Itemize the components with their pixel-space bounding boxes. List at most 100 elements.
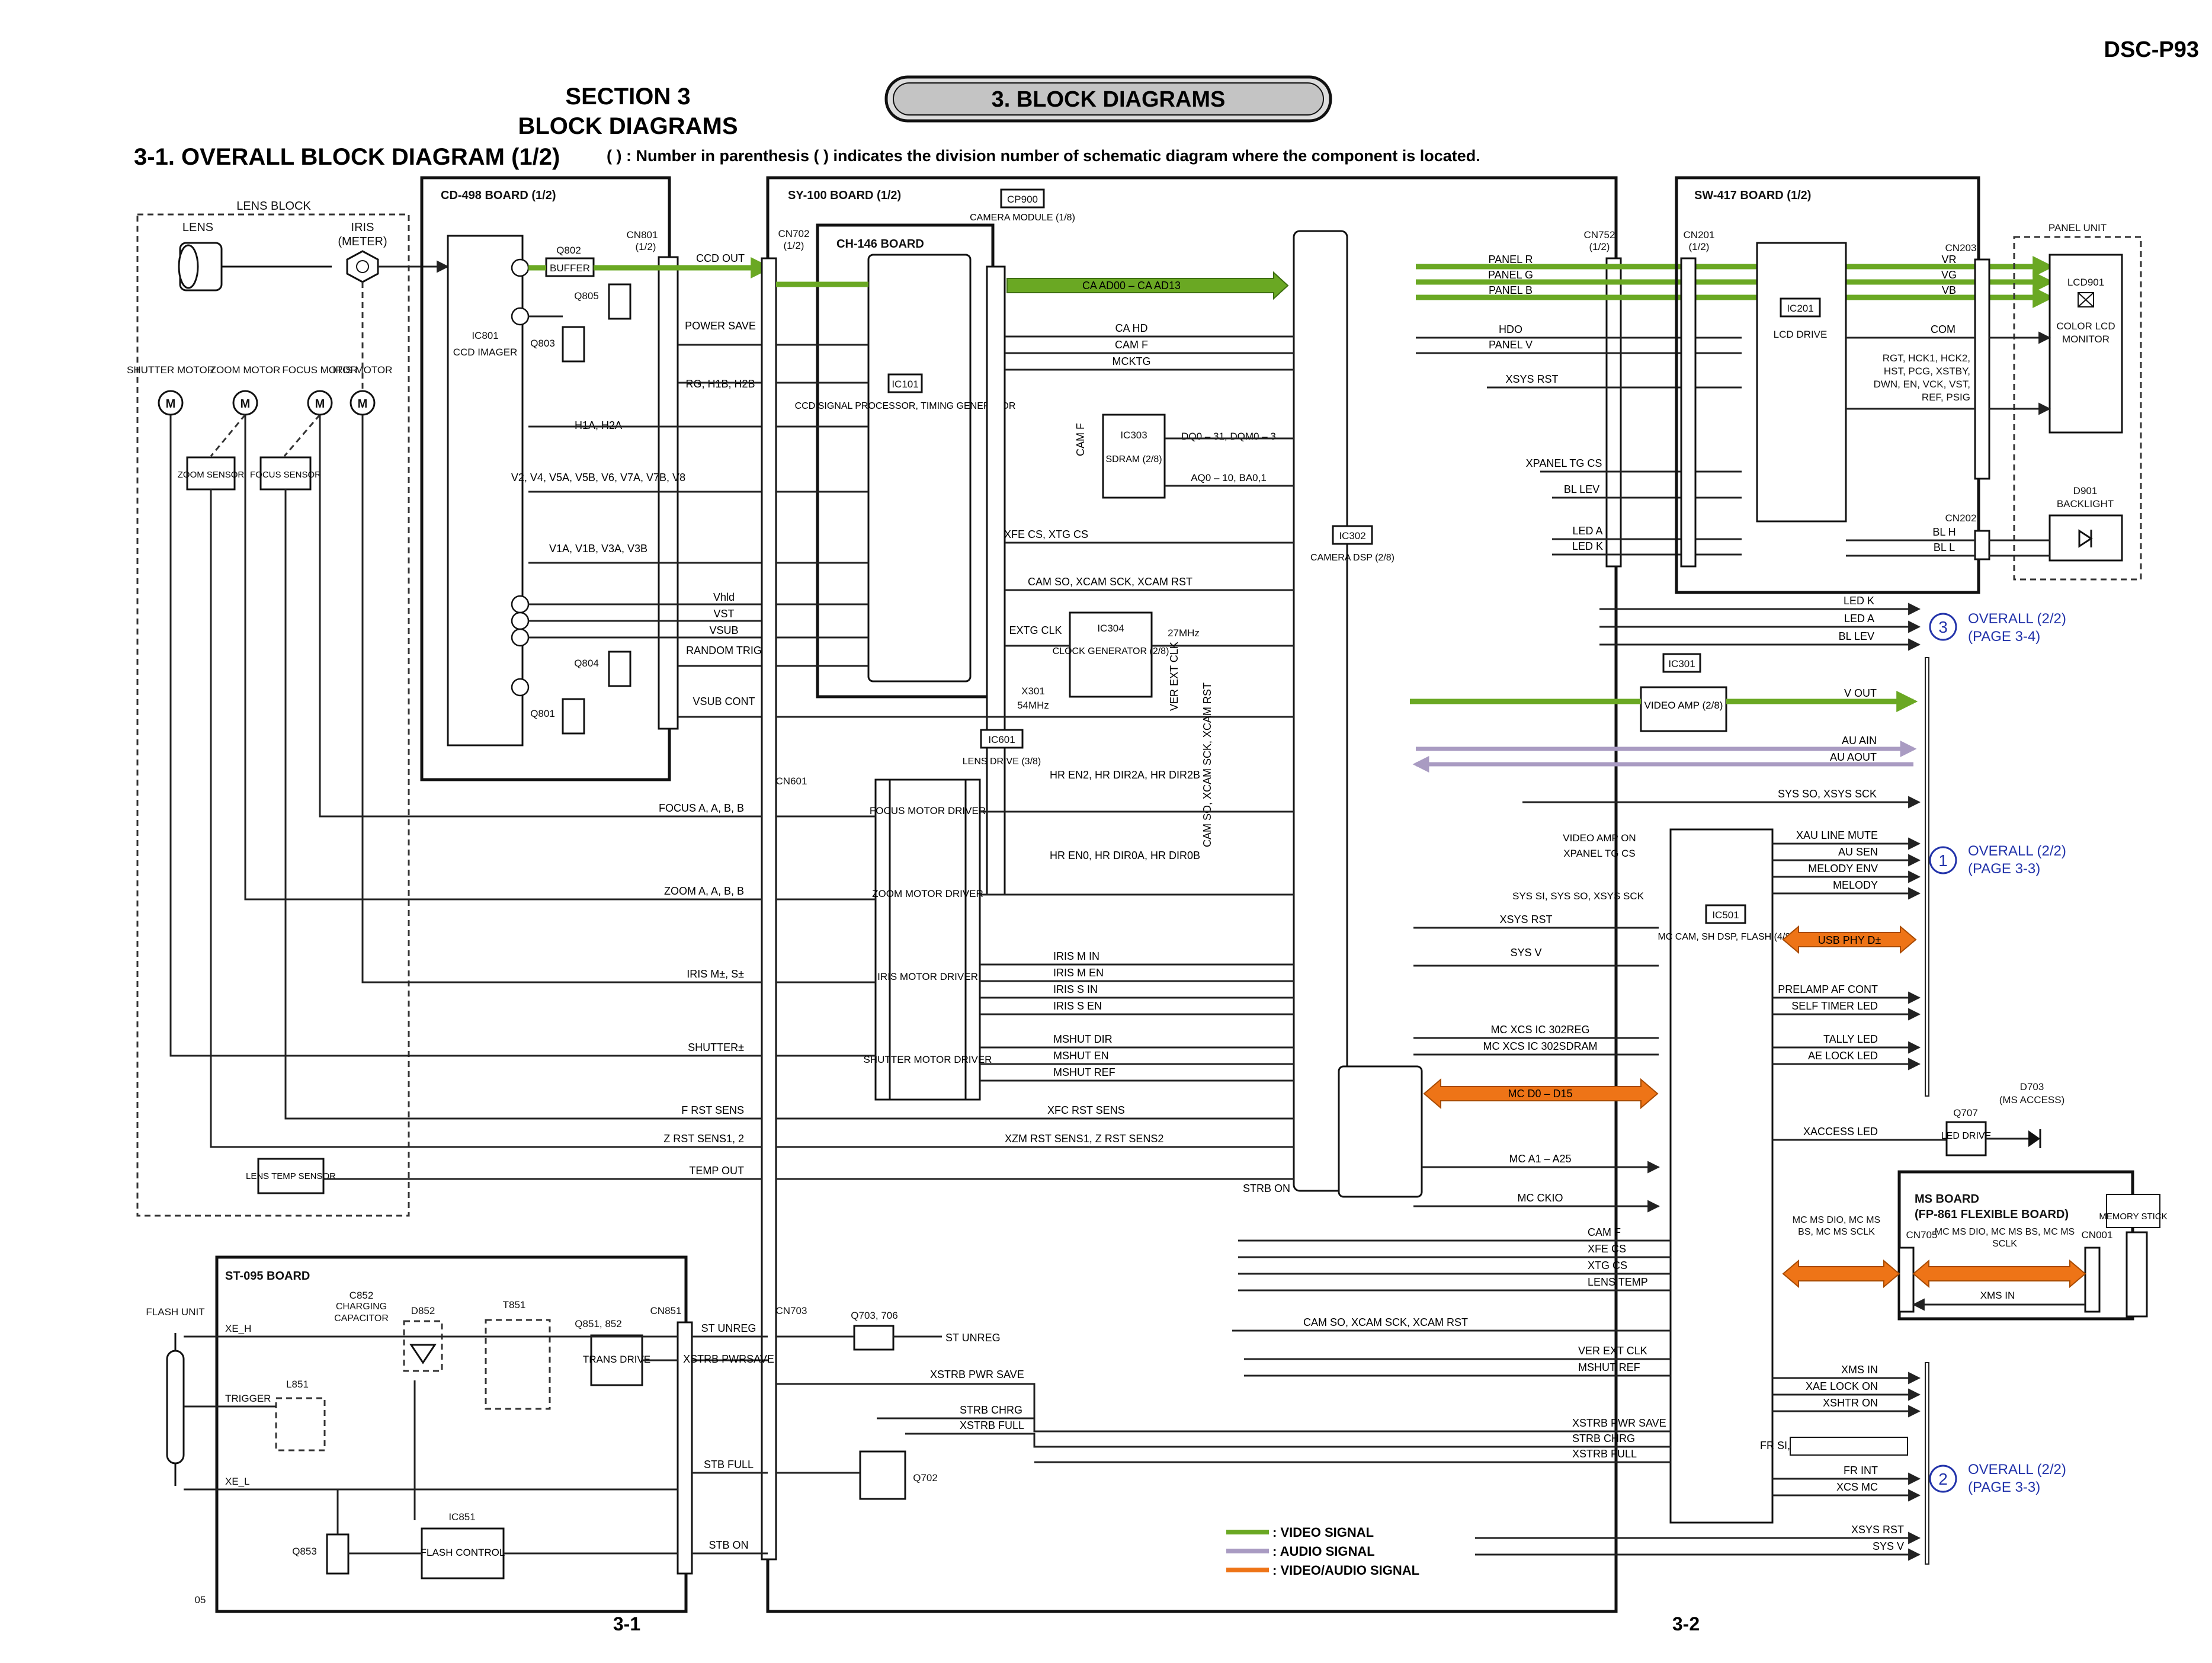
x301-label: X301 (1021, 685, 1045, 697)
zoom-sensor-label: ZOOM SENSOR (178, 470, 245, 480)
flash-tube-icon (166, 1333, 185, 1486)
sig-vsub-cont: VSUB CONT (693, 696, 755, 707)
sig-led-a-out: LED A (1844, 613, 1874, 624)
lens-block-label: LENS BLOCK (236, 200, 311, 213)
ic303-block (1102, 414, 1166, 499)
st095-code: 05 (195, 1594, 206, 1606)
zoom-driver: ZOOM MOTOR DRIVER (872, 888, 983, 899)
legend-av-label: : VIDEO/AUDIO SIGNAL (1272, 1563, 1419, 1578)
lcd901-label: LCD901 (2067, 277, 2104, 288)
cp900-desc: CAMERA MODULE (1/8) (970, 213, 1075, 223)
sig-sys-v: SYS V (1510, 947, 1541, 959)
memory-stick-slot[interactable] (2126, 1231, 2148, 1318)
iris-driver: IRIS MOTOR DRIVER (877, 971, 978, 982)
banner-text: 3. BLOCK DIAGRAMS (992, 87, 1226, 112)
ic302-label: IC302 (1339, 530, 1365, 541)
sig-mshut-en: MSHUT EN (1053, 1050, 1109, 1062)
sig-iris-s-in: IRIS S IN (1053, 983, 1098, 995)
ic601-driver-labels: FOCUS MOTOR DRIVER ZOOM MOTOR DRIVER IRI… (864, 805, 992, 1065)
lens-temp-sensor-box (257, 1158, 325, 1194)
ref-number-3: 3 (1938, 618, 1948, 636)
sig-xsys-rst-panel: XSYS RST (1505, 373, 1558, 385)
motor-symbol: M (358, 398, 368, 411)
diagram-note: ( ) : Number in parenthesis ( ) indicate… (607, 147, 1480, 165)
sw417-right-labels: VR VG VB COM BL H BL L (1931, 254, 1957, 553)
ic101-box (887, 373, 923, 393)
cn752-sub: (1/2) (1589, 241, 1610, 252)
cn705-label: CN705 (1906, 1229, 1938, 1241)
sig-panel-r: PANEL R (1488, 254, 1533, 265)
page-number-left: 3-1 (613, 1613, 640, 1635)
sig-zoom-ab: ZOOM A, A, B, B (664, 885, 744, 897)
diagram-title: 3-1. OVERALL BLOCK DIAGRAM (1/2) (134, 144, 560, 170)
ms-sig-left-box: MC MS DIO, MC MS BS, MC MS SCLK (1793, 1215, 1880, 1237)
ic302-desc: CAMERA DSP (2/8) (1310, 553, 1394, 563)
d852-box (403, 1320, 443, 1372)
sig-iris-s-en: IRIS S EN (1053, 1000, 1102, 1012)
sig-xaccess-led: XACCESS LED (1803, 1126, 1878, 1137)
sig-mc-xcs-sdram: MC XCS IC 302SDRAM (1483, 1040, 1597, 1052)
ch146-board-label: CH-146 BOARD (836, 238, 924, 251)
motor-symbol: M (241, 398, 251, 411)
sig-ca-hd: CA HD (1115, 322, 1147, 334)
sig-sys-v-out: SYS V (1873, 1540, 1904, 1552)
ms-sig-right-box: MC MS DIO, MC MS BS, MC MS SCLK (1935, 1227, 2075, 1249)
sig-panel-v: PANEL V (1489, 339, 1533, 351)
motor-symbol: M (315, 398, 325, 411)
ic304-block (1069, 611, 1153, 698)
sig-video-amp-on: VIDEO AMP ON (1563, 832, 1636, 844)
ca-ad-bus (1006, 271, 1289, 300)
zoom-motor-label: ZOOM MOTOR (210, 364, 281, 376)
ic201-block (1756, 242, 1847, 523)
overall-bracket-1 (1925, 657, 1929, 1097)
sig-bl-l: BL L (1934, 541, 1955, 553)
sig-xfe-xtg-cs: XFE CS, XTG CS (1004, 528, 1088, 540)
lcd-timing-signals-box: RGT, HCK1, HCK2, HST, PCG, XSTBY, DWN, E… (1874, 353, 1970, 403)
iris-icon (346, 250, 379, 283)
cn201-connector (1680, 257, 1697, 568)
l851-label: L851 (286, 1379, 309, 1390)
ic101-label: IC101 (892, 379, 918, 390)
sy100-board-label: SY-100 BOARD (1/2) (788, 189, 901, 202)
overall-ref-2[interactable]: 2 OVERALL (2/2) (PAGE 3-3) (1929, 1462, 2066, 1495)
q851-label: Q851, 852 (575, 1318, 621, 1329)
cn001-label: CN001 (2082, 1229, 2113, 1241)
overall-ref-1[interactable]: 1 OVERALL (2/2) (PAGE 3-3) (1929, 843, 2066, 877)
section-banner: 3. BLOCK DIAGRAMS (884, 75, 1332, 123)
lcd-icon (2078, 292, 2094, 307)
sig-vg: VG (1941, 269, 1957, 281)
lcd901-block (2048, 254, 2123, 434)
legend-audio-label: : AUDIO SIGNAL (1272, 1544, 1375, 1559)
model-number: DSC-P93 (2104, 37, 2200, 62)
sig-xsys-rst-out: XSYS RST (1851, 1524, 1904, 1536)
sig-sys-so-xsys: SYS SO, XSYS SCK (1778, 788, 1877, 800)
cn705-connector (1898, 1247, 1915, 1313)
d852-diode (409, 1344, 437, 1364)
xe-l-label: XE_L (225, 1476, 250, 1487)
sig-shutter: SHUTTER± (688, 1042, 744, 1053)
q703-label: Q703, 706 (851, 1310, 897, 1321)
q805-label: Q805 (574, 290, 599, 302)
strobe-signal-labels: ST UNREG XSTRB PWR SAVE STRB CHRG XSTRB … (930, 1226, 1666, 1460)
c852-desc-box: CHARGING CAPACITOR (334, 1302, 389, 1324)
panel-signal-labels: PANEL R PANEL G PANEL B HDO PANEL V XSYS… (1488, 254, 1603, 552)
shutter-motor: SHUTTER MOTOR M (127, 364, 214, 416)
sig-ver-ext-clk-2: VER EXT CLK (1578, 1345, 1647, 1357)
sig-power-save: POWER SAVE (685, 320, 756, 332)
ic501-block (1669, 828, 1774, 1524)
sig-iris-ms: IRIS M±, S± (687, 968, 744, 980)
xe-h-label: XE_H (225, 1323, 251, 1334)
overall-ref-3[interactable]: 3 OVERALL (2/2) (PAGE 3-4) (1929, 611, 2066, 645)
lens-motor-wires (169, 415, 762, 1180)
right-signal-labels: LED K LED A BL LEV V OUT AU AIN AU AOUT … (1760, 595, 1904, 1552)
ic601-desc: LENS DRIVE (3/8) (963, 757, 1041, 767)
sig-cam-f-vert: CAM F (1075, 423, 1086, 456)
sig-ccd-out: CCD OUT (696, 252, 745, 264)
sig-vhld: Vhld (713, 591, 735, 603)
t851-label: T851 (503, 1299, 526, 1310)
d703-desc: (MS ACCESS) (1999, 1094, 2065, 1106)
focus-motor: FOCUS MOTOR M (282, 364, 358, 416)
transistor-switches (562, 283, 631, 735)
cn702-sub: (1/2) (784, 240, 804, 251)
shutter-driver: SHUTTER MOTOR DRIVER (864, 1054, 992, 1065)
